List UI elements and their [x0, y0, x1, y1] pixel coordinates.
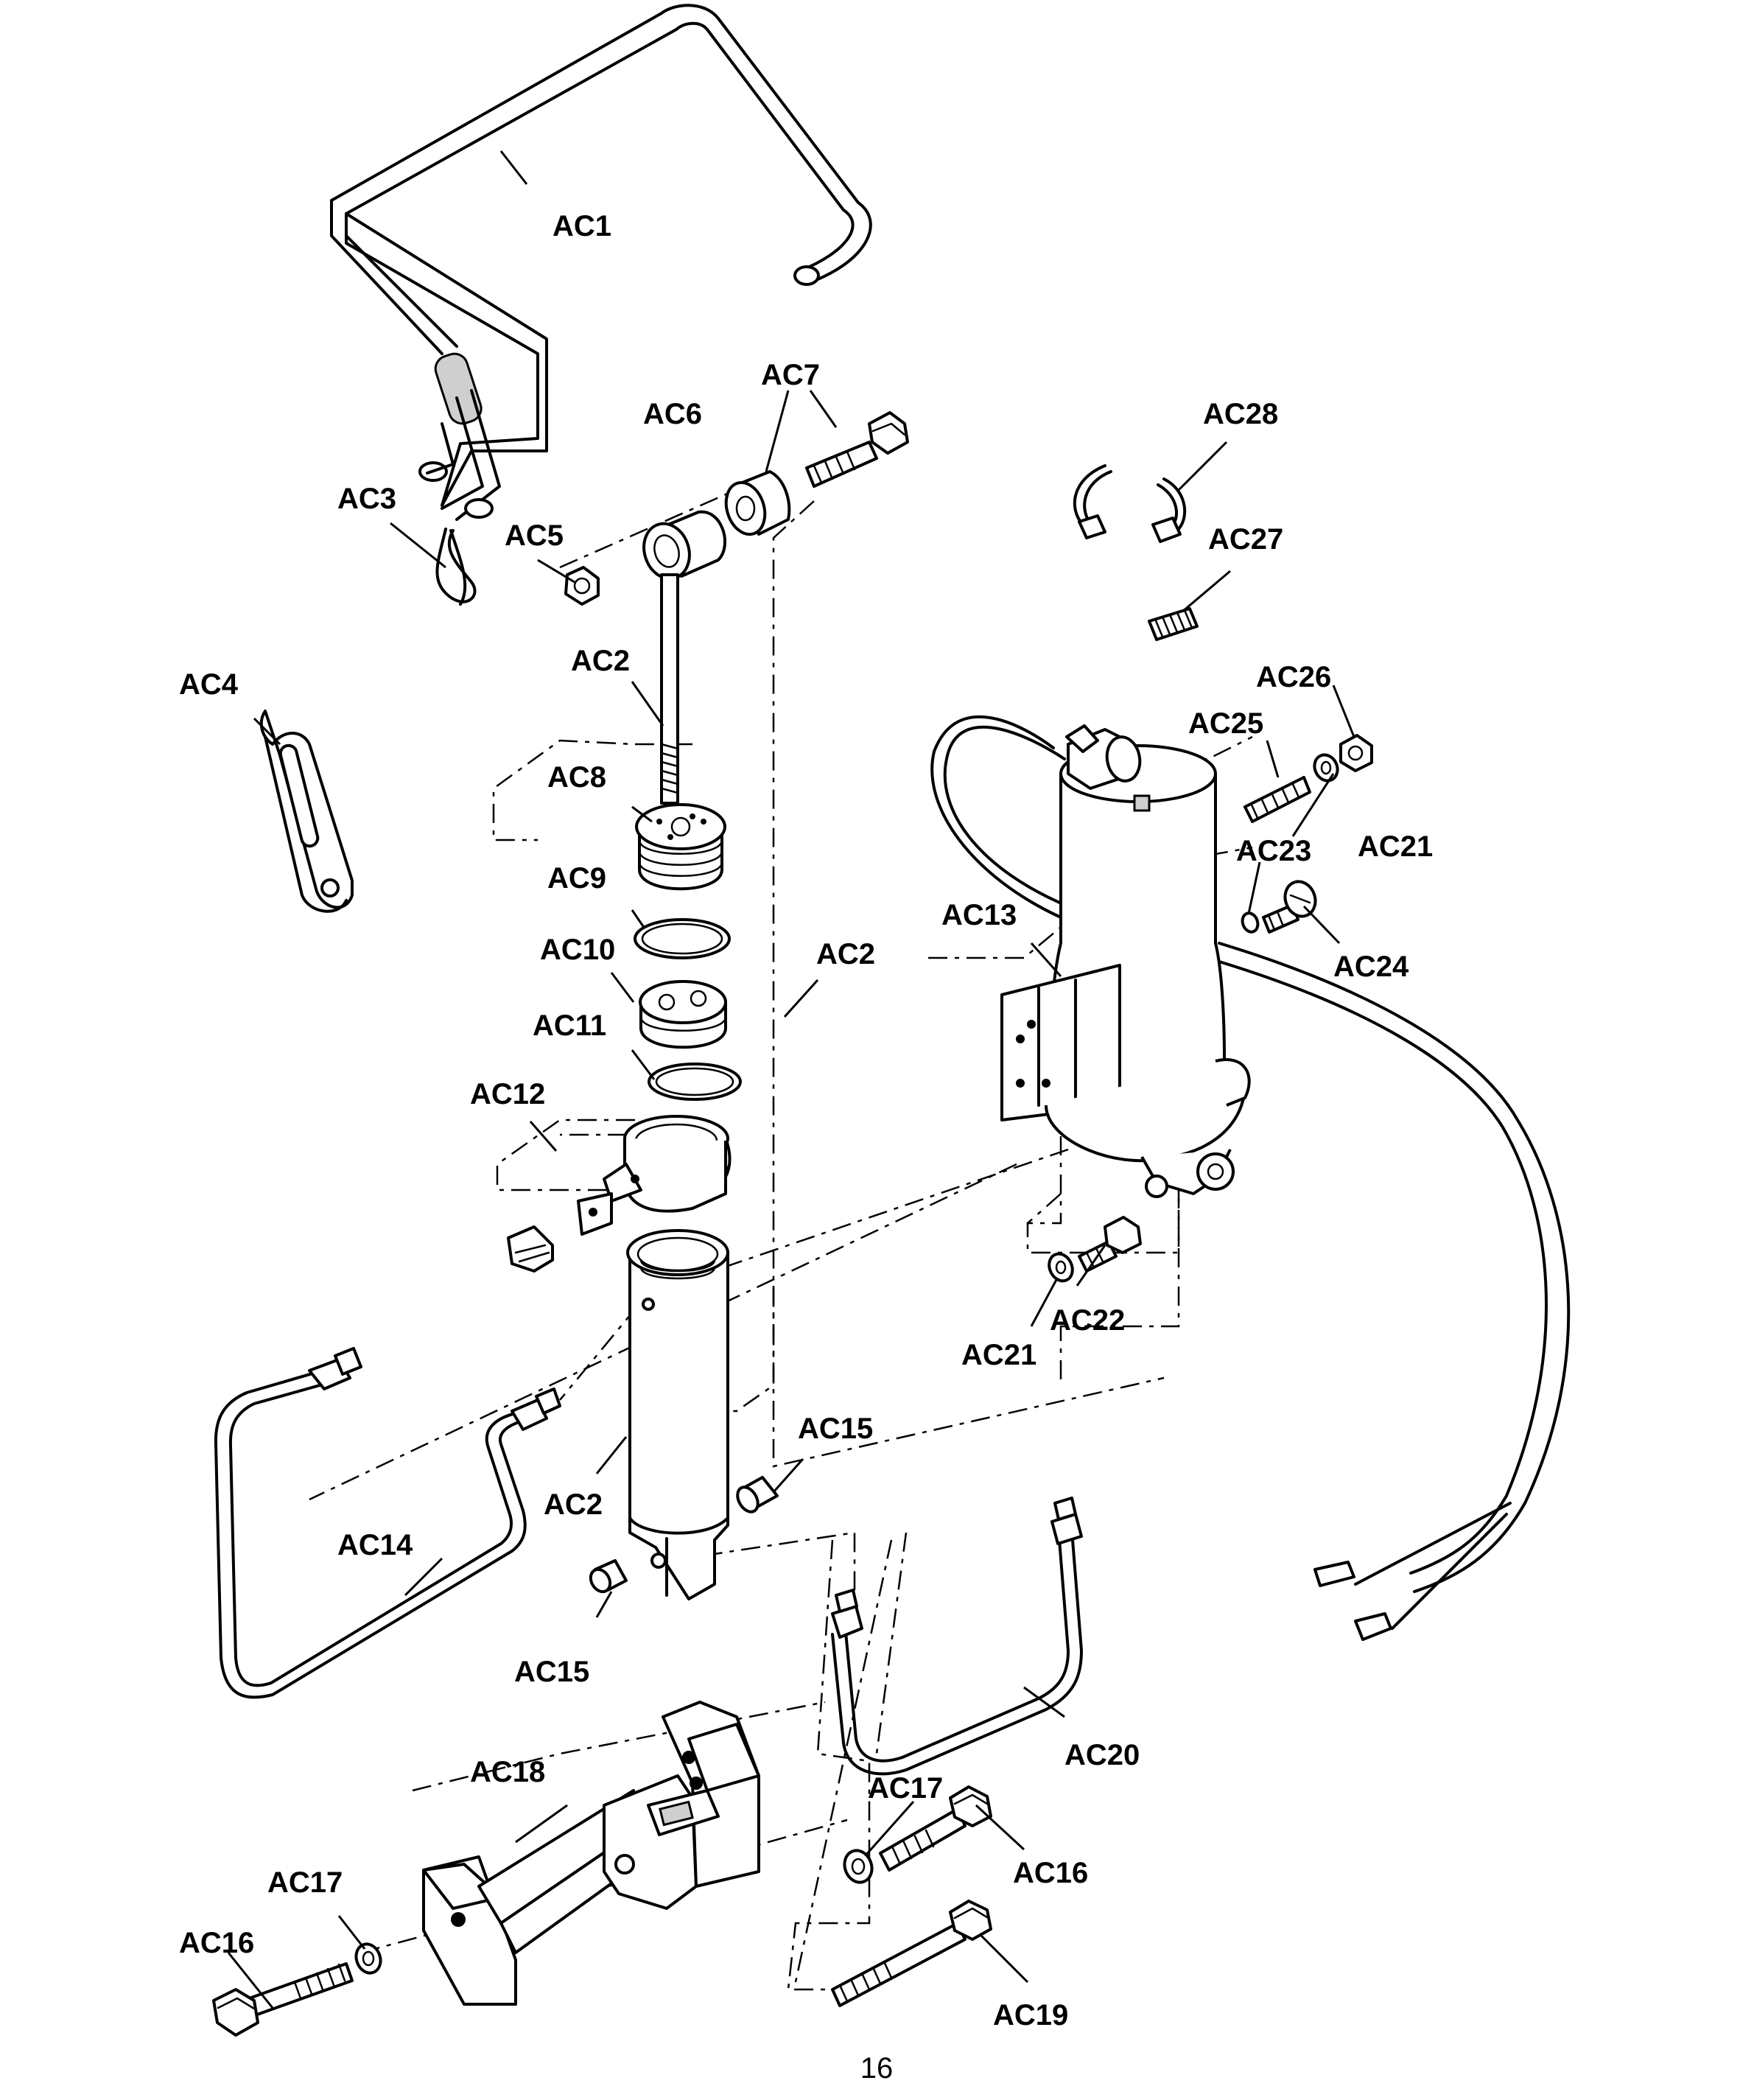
label-ac2-rod: AC2	[571, 645, 630, 677]
label-ac15-lower: AC15	[514, 1656, 589, 1688]
label-ac3: AC3	[337, 483, 396, 515]
part-ac13-pump-motor	[930, 715, 1251, 1198]
label-ac20: AC20	[1064, 1739, 1140, 1771]
part-ac20-tube	[831, 1497, 1083, 1776]
label-ac9: AC9	[547, 862, 606, 895]
label-ac2-right: AC2	[816, 938, 875, 970]
part-ac25-stud	[1243, 776, 1311, 823]
label-ac28: AC28	[1203, 398, 1278, 430]
part-ac6-bushing	[724, 470, 791, 536]
label-ac22: AC22	[1050, 1304, 1125, 1337]
part-ac9-o-ring	[634, 918, 731, 959]
part-ac3-hairpin-clip	[435, 528, 477, 606]
label-ac5: AC5	[505, 519, 564, 552]
part-ac10-piston	[639, 980, 727, 1049]
part-ac17-washer-right	[843, 1849, 874, 1884]
part-ac16-bolt-left	[212, 1962, 354, 2037]
part-ac18-bracket	[422, 1701, 760, 2006]
part-ac14-hydraulic-tube	[214, 1347, 561, 1699]
label-ac6: AC6	[643, 398, 702, 430]
part-ac28-brushes	[1073, 464, 1187, 543]
part-ac26-nut	[1339, 734, 1373, 772]
part-ac5-nut	[564, 566, 600, 606]
label-ac27: AC27	[1208, 523, 1283, 556]
part-ac23-washer	[1241, 911, 1260, 934]
part-ac15-plug-lower	[589, 1559, 628, 1594]
part-ac2-cylinder	[626, 1229, 729, 1600]
part-ac2-eye-rod	[642, 510, 726, 805]
label-ac16-left: AC16	[179, 1927, 254, 1959]
part-motor-cable	[1218, 942, 1571, 1641]
label-ac2-cylinder: AC2	[544, 1488, 603, 1521]
leader-lines	[227, 150, 1355, 2009]
part-ac15-plug-upper	[736, 1476, 779, 1513]
label-ac7: AC7	[761, 359, 820, 391]
label-ac17-right: AC17	[868, 1772, 943, 1805]
part-ac7-bolt	[805, 411, 909, 488]
part-ac8-gland-nut	[635, 803, 726, 891]
label-ac17-left: AC17	[267, 1866, 343, 1899]
part-ac16-bolt-right	[879, 1785, 992, 1872]
label-ac26: AC26	[1256, 661, 1331, 693]
label-ac19: AC19	[993, 1999, 1068, 2031]
label-ac18: AC18	[470, 1756, 545, 1788]
label-ac21-lower: AC21	[961, 1339, 1036, 1371]
label-ac8: AC8	[547, 761, 606, 794]
label-ac16-right: AC16	[1013, 1857, 1088, 1889]
part-ac11-o-ring	[648, 1063, 742, 1101]
part-ac27-spring	[1148, 607, 1199, 641]
part-ac12-clamp	[507, 1115, 732, 1273]
part-ac17-washer-left	[354, 1942, 382, 1975]
part-ac1-bent-pipe	[330, 4, 872, 521]
label-ac15-upper: AC15	[798, 1413, 873, 1445]
page-number: 16	[860, 2052, 894, 2085]
label-ac24: AC24	[1333, 951, 1409, 983]
part-ac21-washer-upper	[1313, 753, 1339, 783]
part-ac21-washer-lower	[1048, 1252, 1074, 1283]
label-ac10: AC10	[540, 934, 615, 966]
part-ac24-screw	[1262, 880, 1317, 934]
label-ac23: AC23	[1236, 835, 1311, 867]
part-ac4-slotted-bracket	[259, 710, 354, 913]
label-ac21-upper: AC21	[1358, 830, 1433, 863]
label-ac25: AC25	[1188, 707, 1263, 740]
label-ac4: AC4	[179, 668, 239, 701]
label-ac1: AC1	[552, 210, 611, 242]
label-ac11: AC11	[533, 1009, 606, 1042]
part-ac19-bolt	[831, 1900, 992, 2007]
label-ac12: AC12	[470, 1078, 545, 1110]
callout-labels: AC1 AC2 AC2 AC2 AC3 AC4 AC5 AC6 AC7 AC8 …	[179, 210, 1433, 2031]
label-ac14: AC14	[337, 1529, 413, 1561]
label-ac13: AC13	[941, 899, 1017, 931]
part-ac22-bolt	[1078, 1216, 1142, 1273]
